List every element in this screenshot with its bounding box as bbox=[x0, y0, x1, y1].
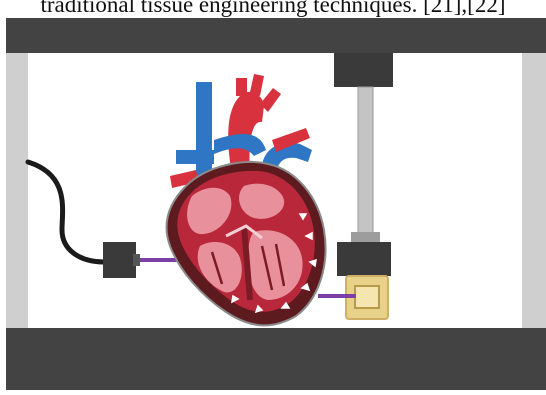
left-clamp bbox=[103, 242, 136, 278]
sensor-window bbox=[355, 286, 379, 308]
actuator-housing bbox=[334, 53, 393, 87]
actuator-rod bbox=[358, 87, 373, 237]
left-post bbox=[6, 53, 28, 328]
figure-caption: traditional tissue engineering technique… bbox=[0, 0, 546, 19]
left-clamp-tip bbox=[133, 254, 140, 266]
right-post bbox=[522, 53, 546, 328]
sensor-connector bbox=[337, 242, 391, 276]
top-frame-bar bbox=[6, 18, 546, 53]
actuator-rod-collar bbox=[351, 232, 380, 242]
bottom-frame-bar bbox=[6, 328, 546, 390]
